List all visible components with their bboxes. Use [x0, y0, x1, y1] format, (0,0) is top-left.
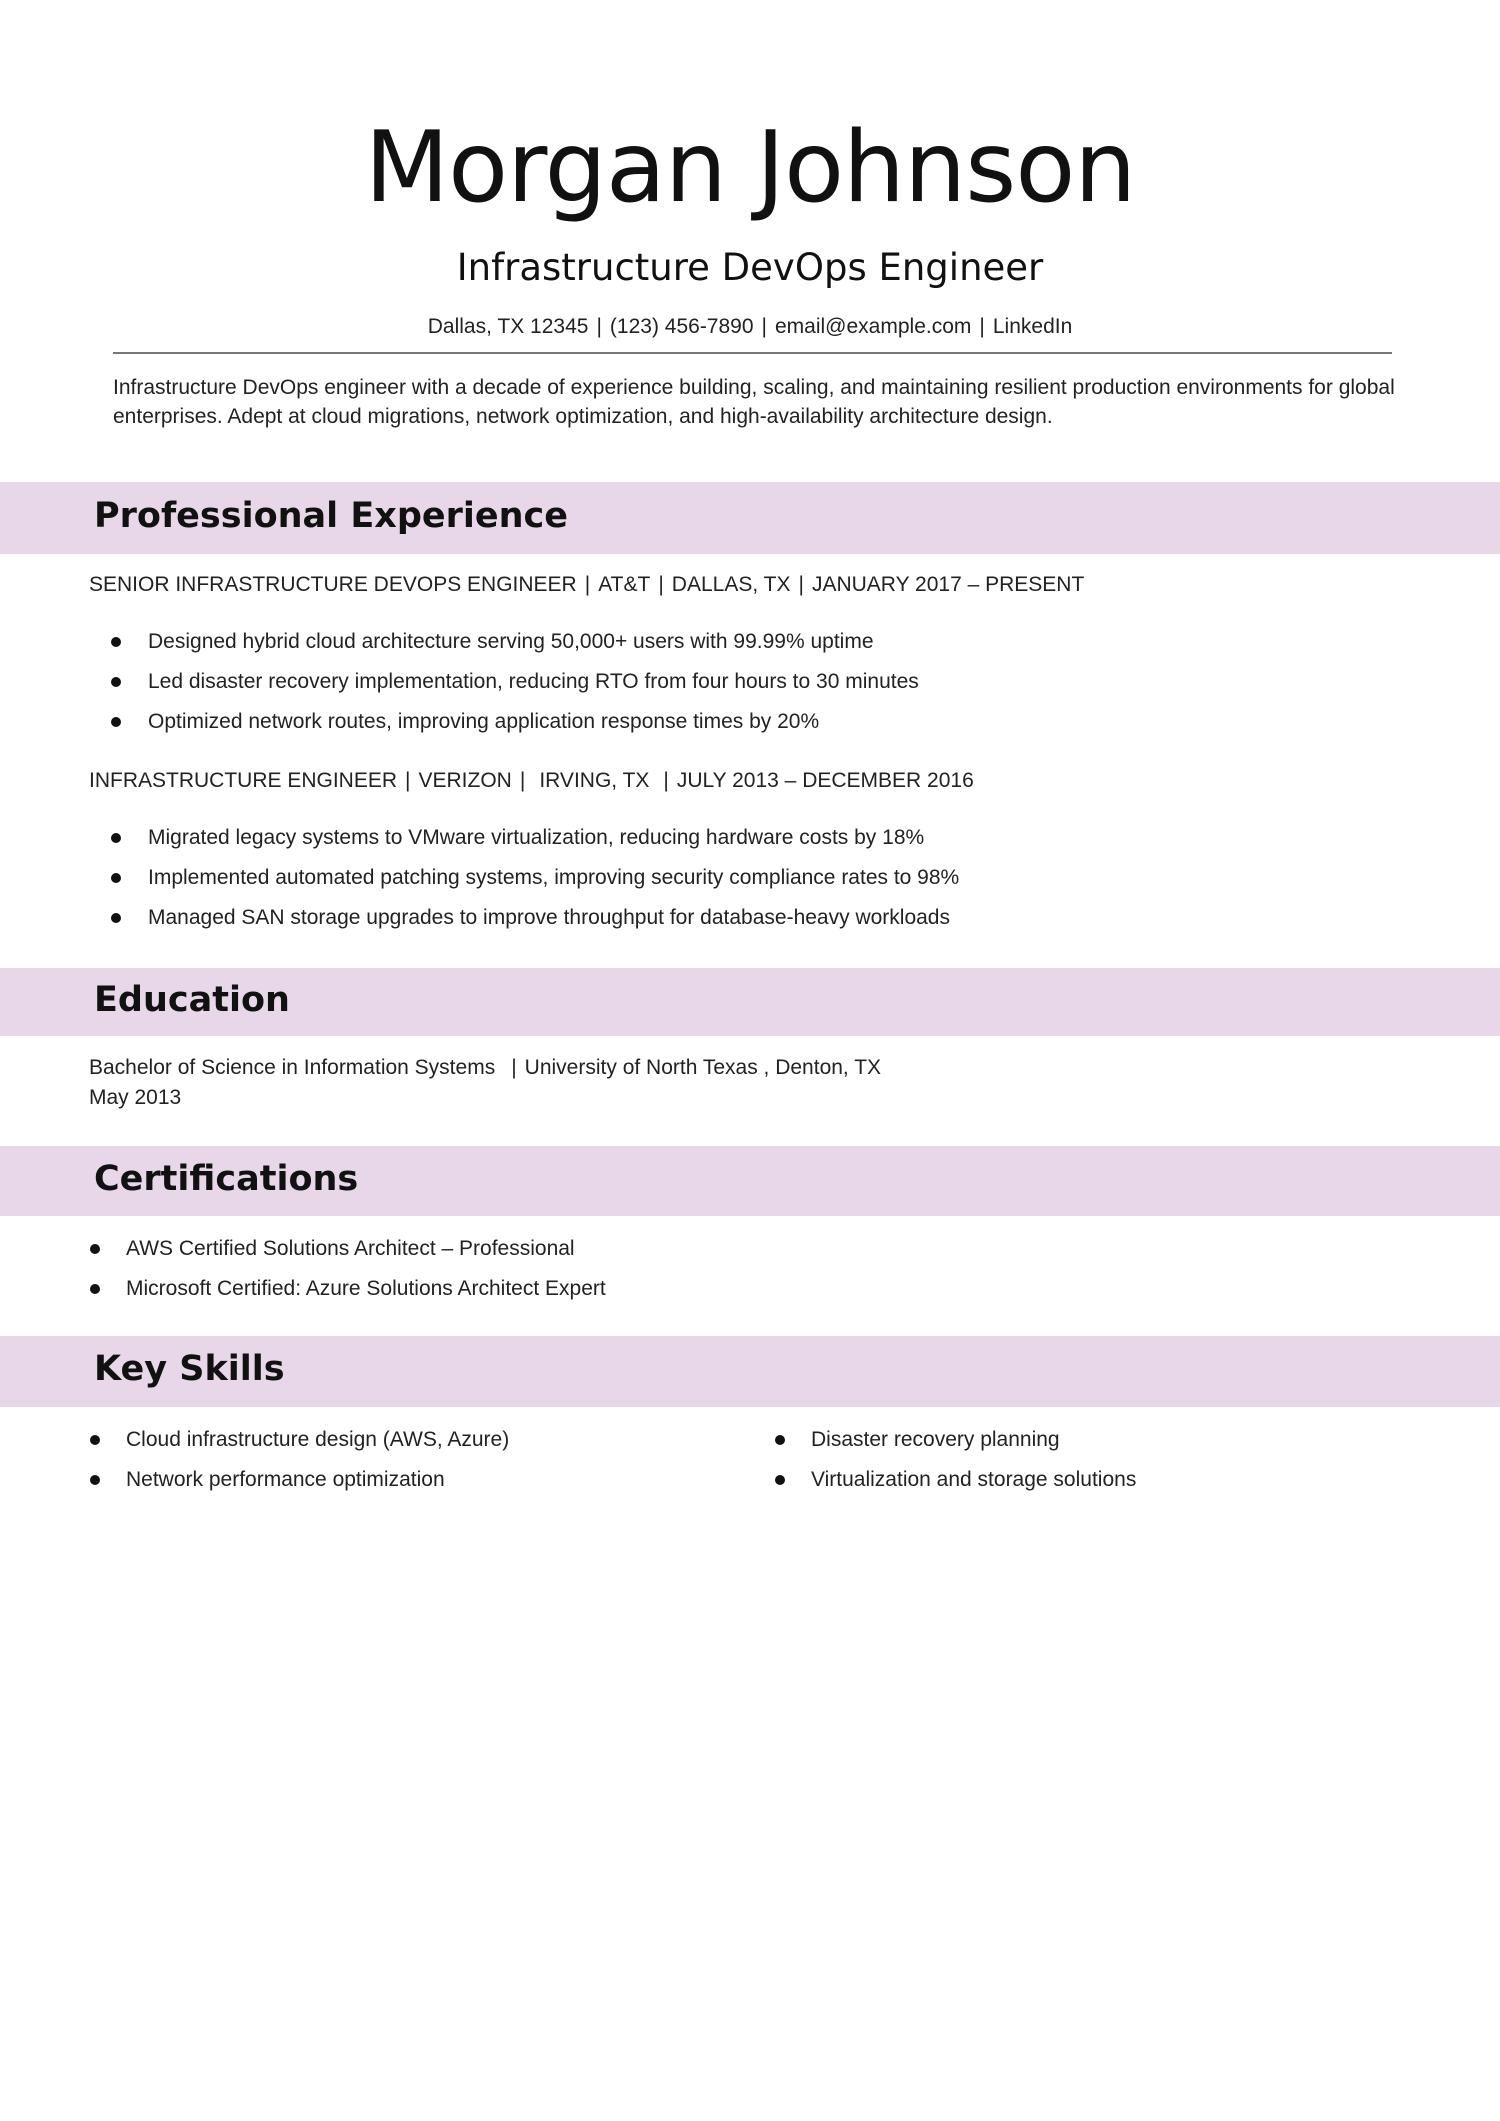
skills-list-left: Cloud infrastructure design (AWS, Azure)… [90, 1426, 509, 1506]
section-heading-education: Education [94, 980, 290, 1020]
separator: | [658, 573, 664, 596]
list-item: Managed SAN storage upgrades to improve … [111, 904, 959, 944]
bullet-text: Managed SAN storage upgrades to improve … [148, 906, 950, 929]
bullet-icon [90, 1435, 100, 1445]
list-item: Migrated legacy systems to VMware virtua… [111, 824, 959, 864]
bullet-icon [90, 1244, 100, 1254]
list-item: Disaster recovery planning [775, 1426, 1136, 1466]
list-item: Cloud infrastructure design (AWS, Azure) [90, 1426, 509, 1466]
education-school: University of North Texas , Denton, TX [524, 1056, 882, 1079]
list-item: Led disaster recovery implementation, re… [111, 668, 919, 708]
bullet-text: Led disaster recovery implementation, re… [148, 670, 919, 693]
education-date: May 2013 [89, 1086, 182, 1109]
job-title: Infrastructure DevOps Engineer [456, 246, 1044, 289]
contact-email[interactable]: email@example.com [775, 315, 972, 338]
job-bullets: Designed hybrid cloud architecture servi… [111, 628, 919, 748]
section-band-skills: Key Skills [0, 1336, 1500, 1407]
contact-phone: (123) 456-7890 [609, 315, 754, 338]
bullet-icon [775, 1475, 785, 1485]
section-band-experience: Professional Experience [0, 482, 1500, 554]
bullet-icon [111, 913, 121, 923]
education-degree-line: Bachelor of Science in Information Syste… [89, 1053, 881, 1083]
separator: | [761, 315, 767, 338]
certification-text: Microsoft Certified: Azure Solutions Arc… [126, 1277, 606, 1300]
job-company: VERIZON [418, 769, 512, 792]
skill-text: Network performance optimization [126, 1468, 445, 1491]
separator: | [519, 769, 526, 792]
list-item: Network performance optimization [90, 1466, 509, 1506]
contact-location: Dallas, TX 12345 [427, 315, 589, 338]
separator: | [798, 573, 804, 596]
job-company: AT&T [598, 573, 651, 596]
section-heading-experience: Professional Experience [94, 496, 569, 536]
header-divider [113, 352, 1392, 354]
skills-list-right: Disaster recovery planning Virtualizatio… [775, 1426, 1136, 1506]
bullet-icon [111, 677, 121, 687]
job-dates: JULY 2013 – DECEMBER 2016 [676, 769, 974, 792]
bullet-text: Optimized network routes, improving appl… [148, 710, 820, 733]
job-position: INFRASTRUCTURE ENGINEER [89, 769, 398, 792]
bullet-icon [111, 873, 121, 883]
list-item: Optimized network routes, improving appl… [111, 708, 919, 748]
bullet-text: Migrated legacy systems to VMware virtua… [148, 826, 925, 849]
bullet-icon [90, 1284, 100, 1294]
job-header: SENIOR INFRASTRUCTURE DEVOPS ENGINEER | AT… [89, 571, 1084, 599]
bullet-icon [775, 1435, 785, 1445]
list-item: Microsoft Certified: Azure Solutions Arc… [90, 1275, 606, 1315]
separator: | [596, 315, 602, 338]
separator: | [979, 315, 985, 338]
bullet-icon [111, 637, 121, 647]
separator: | [405, 769, 411, 792]
skill-text: Virtualization and storage solutions [811, 1468, 1137, 1491]
separator: | [663, 769, 669, 792]
contact-linkedin[interactable]: LinkedIn [992, 315, 1073, 338]
certification-text: AWS Certified Solutions Architect – Prof… [126, 1237, 575, 1260]
section-heading-certifications: Certifications [94, 1159, 359, 1199]
job-location: DALLAS, TX [671, 573, 791, 596]
separator: | [584, 573, 591, 596]
list-item: Virtualization and storage solutions [775, 1466, 1136, 1506]
section-band-education: Education [0, 968, 1500, 1036]
summary-paragraph: Infrastructure DevOps engineer with a de… [113, 376, 1395, 428]
bullet-text: Implemented automated patching systems, … [148, 866, 960, 889]
certifications-list: AWS Certified Solutions Architect – Prof… [90, 1235, 606, 1315]
education-degree: Bachelor of Science in Information Syste… [89, 1056, 496, 1079]
separator: | [511, 1056, 517, 1079]
section-heading-skills: Key Skills [94, 1349, 285, 1389]
list-item: Designed hybrid cloud architecture servi… [111, 628, 919, 668]
skill-text: Disaster recovery planning [811, 1428, 1060, 1451]
job-bullets: Migrated legacy systems to VMware virtua… [111, 824, 959, 944]
candidate-name: Morgan Johnson [364, 111, 1137, 225]
bullet-icon [90, 1475, 100, 1485]
job-location: IRVING, TX [539, 769, 650, 792]
contact-line: Dallas, TX 12345 | (123) 456-7890 | email@ex… [0, 313, 1500, 341]
job-position: SENIOR INFRASTRUCTURE DEVOPS ENGINEER [89, 573, 577, 596]
list-item: AWS Certified Solutions Architect – Prof… [90, 1235, 606, 1275]
job-header: INFRASTRUCTURE ENGINEER | VERIZON | IRVING, … [89, 767, 974, 795]
bullet-text: Designed hybrid cloud architecture servi… [148, 630, 874, 653]
bullet-icon [111, 833, 121, 843]
bullet-icon [111, 717, 121, 727]
skill-text: Cloud infrastructure design (AWS, Azure) [126, 1428, 510, 1451]
list-item: Implemented automated patching systems, … [111, 864, 959, 904]
section-band-certifications: Certifications [0, 1146, 1500, 1216]
job-dates: JANUARY 2017 – PRESENT [811, 573, 1085, 596]
